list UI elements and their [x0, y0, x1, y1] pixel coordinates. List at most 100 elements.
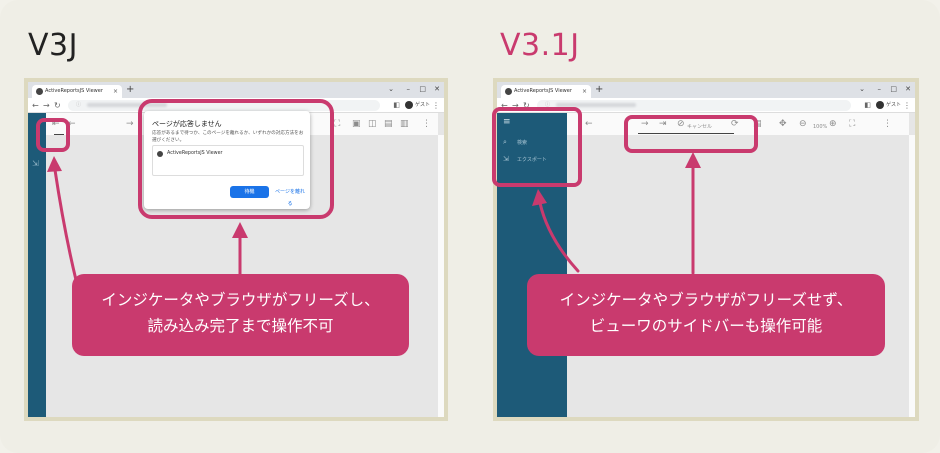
sidebar-item-export[interactable]: ⇲エクスポート [503, 155, 547, 164]
arrowhead [47, 156, 62, 172]
favicon-icon [505, 88, 512, 95]
wait-button[interactable]: 待機 [230, 186, 269, 198]
viewer-area: ≡ ⌕検索 ⇲エクスポート ← → ⇥ ⊘ キャンセル ⟳ ▤ ✥ ⊖ 100%… [497, 113, 915, 417]
layout-icon[interactable]: ◫ [368, 119, 377, 129]
maximize-icon[interactable]: □ [419, 85, 426, 93]
export-icon: ⇲ [503, 155, 509, 163]
hamburger-icon[interactable]: ≡ [503, 117, 511, 127]
maximize-icon[interactable]: □ [890, 85, 897, 93]
screenshot-frame-v3j: ActiveReportsJS Viewer × + ⌄ – □ ✕ ← → ↻… [24, 78, 448, 421]
more-icon[interactable]: ⋮ [883, 119, 892, 129]
address-bar: ← → ↻ ⓘ ◧ ゲスト ⋮ [28, 98, 444, 113]
viewer-sidebar: ≡ ⌕ 検索 ⇲エクスポート [497, 113, 567, 417]
minimize-icon[interactable]: – [877, 85, 882, 93]
arrowhead [685, 152, 701, 168]
print-icon[interactable]: ▣ [352, 119, 361, 129]
address-bar: ← → ↻ ⓘ ◧ ゲスト ⋮ [497, 98, 915, 113]
exit-page-button[interactable]: ページを離れる [275, 189, 305, 207]
pan-icon[interactable]: ✥ [779, 119, 787, 129]
cancel-icon[interactable]: ⊘ [677, 119, 685, 129]
last-page-icon[interactable]: ⇥ [659, 119, 667, 129]
fit-icon[interactable]: ⛶ [334, 119, 341, 129]
tab-search-icon[interactable]: ⌄ [859, 85, 865, 93]
fit-icon[interactable]: ⛶ [849, 119, 856, 129]
version-label-v31j: V3.1J [500, 28, 580, 63]
scrollbar[interactable] [909, 135, 915, 417]
callout-line: ビューワのサイドバーも操作可能 [589, 317, 823, 335]
url-field[interactable]: ⓘ [68, 100, 380, 111]
callout-line: インジケータやブラウザがフリーズせず、 [559, 291, 853, 309]
minimize-icon[interactable]: – [406, 85, 411, 93]
close-window-icon[interactable]: ✕ [905, 85, 911, 93]
next-page-icon[interactable]: → [126, 119, 134, 129]
export-icon[interactable]: ⇲ [32, 159, 39, 168]
tab-close-icon[interactable]: × [581, 88, 587, 95]
sidepanel-icon[interactable]: ◧ [864, 101, 871, 109]
reload-icon[interactable]: ↻ [54, 101, 61, 110]
sidebar-item-search[interactable]: ⌕ 検索 [503, 138, 527, 147]
cancel-label[interactable]: キャンセル [687, 124, 713, 130]
scrollbar[interactable] [438, 135, 444, 417]
sidepanel-icon[interactable]: ◧ [393, 101, 400, 109]
avatar-icon [404, 100, 413, 109]
next-page-icon[interactable]: → [641, 119, 649, 129]
page-view-icon[interactable]: ▥ [400, 119, 409, 129]
tab-search-icon[interactable]: ⌄ [388, 85, 394, 93]
first-page-icon[interactable]: ⇤ [52, 119, 60, 129]
loading-indicator [638, 133, 734, 134]
callout-line: インジケータやブラウザがフリーズし、 [101, 291, 380, 309]
refresh-icon[interactable]: ⟳ [731, 119, 739, 129]
arrow-sidebar [538, 201, 580, 273]
arrow-left-toolbar [53, 168, 78, 282]
galley-icon[interactable]: ▤ [384, 119, 393, 129]
browser-tab[interactable]: ActiveReportsJS Viewer × [501, 85, 591, 98]
favicon-icon [157, 151, 163, 157]
unresponsive-dialog: ページが応答しません 応答があるまで待つか、このページを離れるか、いずれかの対応… [144, 111, 310, 209]
forward-icon[interactable]: → [512, 101, 519, 110]
search-icon: ⌕ [503, 138, 507, 146]
tab-close-icon[interactable]: × [112, 88, 118, 95]
reload-icon[interactable]: ↻ [523, 101, 530, 110]
back-icon[interactable]: ← [32, 101, 39, 110]
browser-window: ActiveReportsJS Viewer × + ⌄ – □ ✕ ← → ↻… [497, 82, 915, 417]
zoom-out-icon[interactable]: ⊖ [799, 119, 807, 129]
dialog-body: 応答があるまで待つか、このページを離れるか、いずれかの対応方法をお選びください。 [152, 131, 304, 143]
highlight-toolbar [624, 115, 758, 153]
menu-icon[interactable]: ⋮ [903, 101, 911, 110]
version-label-v3j: V3J [28, 28, 78, 63]
favicon-icon [36, 88, 43, 95]
prev-page-icon[interactable]: ← [585, 119, 593, 129]
more-icon[interactable]: ⋮ [422, 119, 431, 129]
viewer-sidebar: ⇲ [28, 113, 46, 417]
forward-icon[interactable]: → [43, 101, 50, 110]
prev-page-icon[interactable]: ← [68, 119, 76, 129]
dialog-page-name: ActiveReportsJS Viewer [167, 151, 223, 156]
url-field[interactable]: ⓘ [537, 100, 851, 111]
zoom-in-icon[interactable]: ⊕ [829, 119, 837, 129]
tab-title: ActiveReportsJS Viewer [45, 88, 103, 94]
back-icon[interactable]: ← [501, 101, 508, 110]
arrowhead [232, 222, 248, 238]
sidebar-item-label: 検索 [517, 140, 528, 146]
avatar-icon [875, 100, 884, 109]
new-tab-icon[interactable]: + [595, 84, 604, 95]
zoom-level[interactable]: 100% [813, 124, 828, 130]
tab-bar: ActiveReportsJS Viewer × + ⌄ – □ ✕ [497, 82, 915, 98]
profile-button[interactable]: ゲスト [404, 100, 430, 111]
tab-title: ActiveReportsJS Viewer [514, 88, 572, 94]
callout-line: 読み込み完了まで操作不可 [147, 317, 334, 335]
highlight-dialog [138, 99, 334, 219]
close-window-icon[interactable]: ✕ [434, 85, 440, 93]
highlight-left-toolbar [36, 118, 70, 152]
callout-v3j: インジケータやブラウザがフリーズし、 読み込み完了まで操作不可 [72, 274, 409, 356]
menu-icon[interactable]: ⋮ [432, 101, 440, 110]
dialog-title: ページが応答しません [152, 120, 222, 128]
profile-button[interactable]: ゲスト [875, 100, 901, 111]
toolbar-underline [54, 134, 64, 135]
dialog-page-box: ActiveReportsJS Viewer [152, 145, 304, 176]
new-tab-icon[interactable]: + [126, 84, 135, 95]
browser-tab[interactable]: ActiveReportsJS Viewer × [32, 85, 122, 98]
tab-bar: ActiveReportsJS Viewer × + ⌄ – □ ✕ [28, 82, 444, 98]
